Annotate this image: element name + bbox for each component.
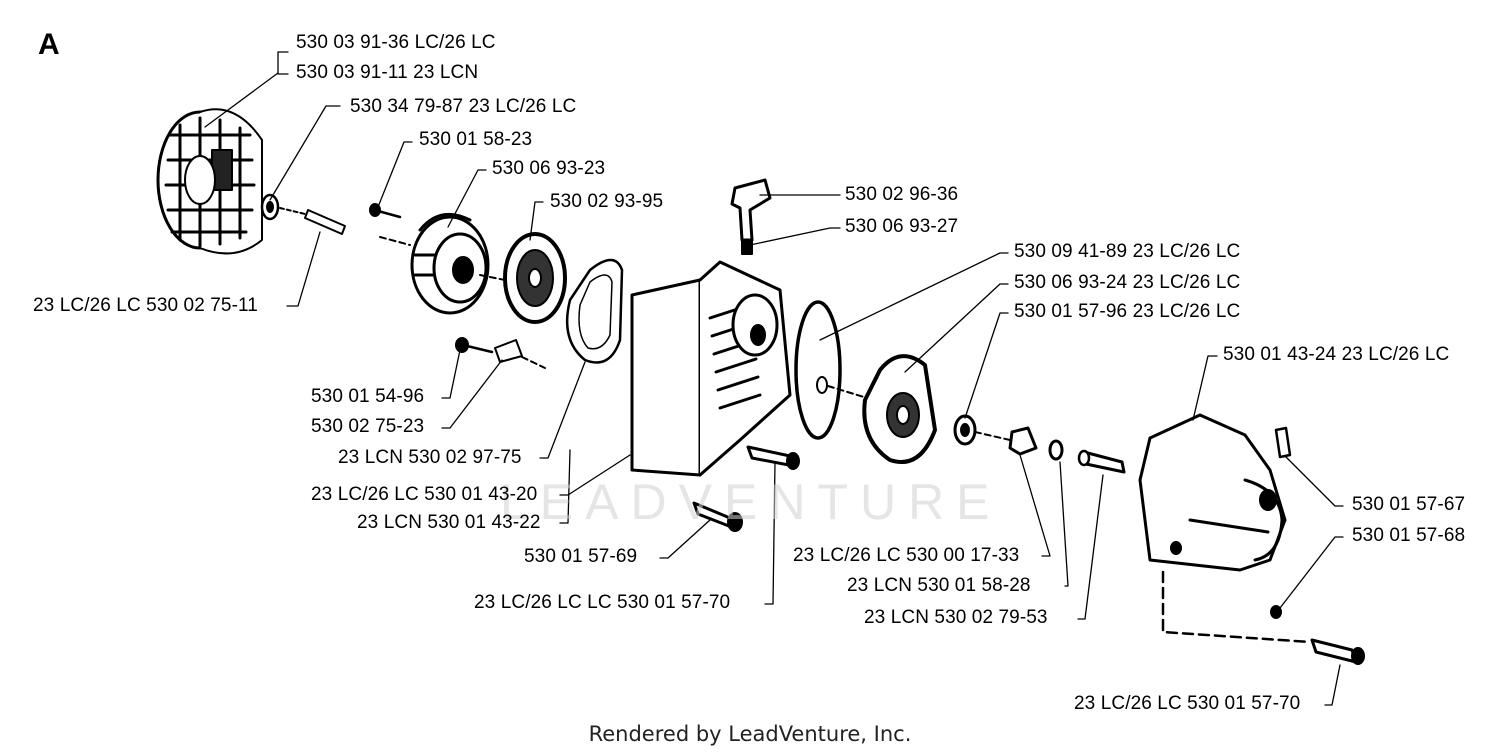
callout-label: 530 02 93-95 bbox=[550, 191, 664, 212]
washer-part bbox=[260, 193, 280, 221]
callout-label: 23 LC/26 LC 530 02 75-11 bbox=[33, 295, 258, 316]
spacer-part bbox=[1077, 449, 1126, 474]
callout-label: 530 01 57-68 bbox=[1352, 525, 1466, 546]
callout-label: 530 01 43-24 23 LC/26 LC bbox=[1223, 344, 1450, 365]
callout-label: 530 09 41-89 23 LC/26 LC bbox=[1014, 241, 1241, 262]
starter-handle-part bbox=[730, 178, 772, 255]
callout-label: 23 LC/26 LC 530 01 43-20 bbox=[311, 484, 538, 505]
nut-small-part bbox=[455, 337, 546, 369]
nut-part bbox=[1008, 426, 1038, 456]
flywheel-part bbox=[156, 108, 263, 255]
starter-pulley-part bbox=[410, 212, 506, 315]
callout-label: 23 LCN 530 02 97-75 bbox=[338, 447, 522, 468]
callout-label: 530 01 58-23 bbox=[419, 129, 533, 150]
screw-small-part bbox=[369, 203, 411, 246]
spring-cassette-part bbox=[503, 232, 567, 324]
watermark: LEADVENTURE bbox=[500, 474, 1002, 530]
long-screw-part bbox=[746, 445, 800, 470]
callout-label: 23 LCN 530 01 43-22 bbox=[357, 512, 541, 533]
spring-washer-part bbox=[1048, 439, 1064, 461]
callout-label: 530 01 57-67 bbox=[1352, 494, 1466, 515]
callout-label: 530 02 75-23 bbox=[311, 416, 425, 437]
callout-label: 530 01 57-69 bbox=[524, 546, 638, 567]
callout-label: 530 01 57-96 23 LC/26 LC bbox=[1014, 301, 1241, 322]
callout-label: 23 LC/26 LC 530 00 17-33 bbox=[793, 545, 1020, 566]
section-letter: A bbox=[38, 28, 60, 61]
pin-part bbox=[279, 207, 346, 235]
callout-label: 23 LC/26 LC LC 530 01 57-70 bbox=[474, 592, 731, 613]
callout-label: 530 01 54-96 bbox=[311, 386, 425, 407]
callout-label: 530 06 93-23 bbox=[492, 158, 606, 179]
callout-label: 530 06 93-27 bbox=[845, 216, 959, 237]
callout-label: 530 02 96-36 bbox=[845, 184, 959, 205]
washer-large-part bbox=[953, 414, 1011, 446]
clutch-shoe-part bbox=[862, 354, 937, 464]
gasket-part bbox=[565, 258, 624, 364]
leader-lines bbox=[204, 51, 1344, 706]
clutch-cover-part bbox=[1138, 413, 1287, 572]
callout-label: 530 34 79-87 23 LC/26 LC bbox=[350, 96, 577, 117]
starter-housing-part bbox=[630, 260, 792, 477]
callout-label: 23 LC/26 LC 530 01 57-70 bbox=[1074, 693, 1301, 714]
short-screw-part bbox=[692, 501, 743, 532]
render-credit: Rendered by LeadVenture, Inc. bbox=[588, 722, 912, 746]
cover-nut-part bbox=[1270, 605, 1282, 619]
callout-label: 23 LCN 530 02 79-53 bbox=[864, 607, 1048, 628]
callout-label: 530 06 93-24 23 LC/26 LC bbox=[1014, 272, 1241, 293]
cover-screw-part bbox=[1274, 426, 1292, 459]
callout-label: 23 LCN 530 01 58-28 bbox=[847, 575, 1031, 596]
cover-bolt-part bbox=[1161, 570, 1365, 665]
callout-label: 530 03 91-36 LC/26 LC bbox=[296, 32, 496, 53]
callout-label: 530 03 91-11 23 LCN bbox=[296, 62, 479, 83]
